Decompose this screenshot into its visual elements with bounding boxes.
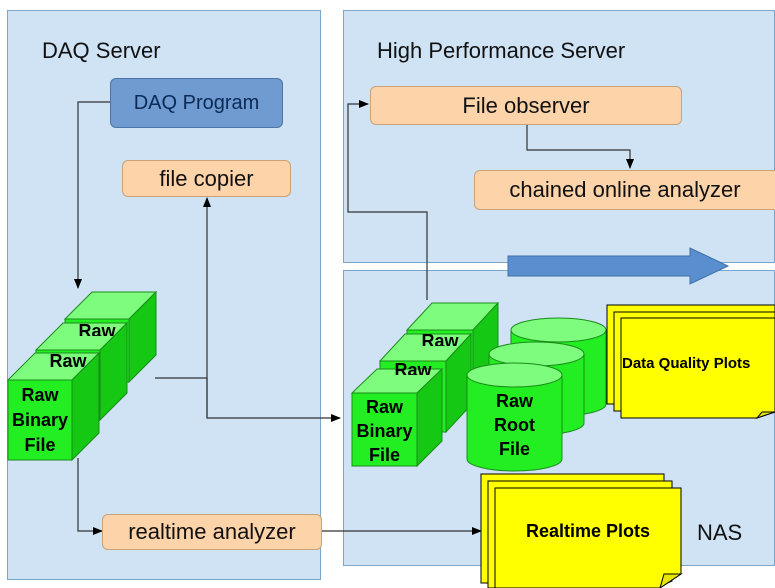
root-file-line-1: Raw [495, 391, 533, 411]
nas-cube-front-line-3: File [368, 445, 400, 465]
connector-daq-to-files [74, 101, 110, 289]
nas-cube-front-line-1: Raw [365, 397, 403, 417]
daq-cube-middle-label: Raw [49, 351, 87, 371]
daq-program-box: DAQ Program [110, 78, 283, 128]
data-quality-plots-stack [606, 304, 775, 420]
connector-copier-to-nas [155, 377, 341, 422]
daq-cube-front-line-3: File [24, 435, 56, 455]
nas-label: NAS [697, 520, 743, 545]
nas-cube-front-line-2: Binary [356, 421, 413, 441]
daq-cube-front-line-1: Raw [21, 385, 59, 405]
daq-cube-front [6, 351, 101, 462]
connector-observer-to-chain [526, 125, 634, 169]
transfer-arrow [507, 247, 730, 285]
daq-server-title: DAQ Server [42, 38, 161, 63]
root-cylinder-front [466, 362, 563, 472]
connector-nas-to-observer [347, 100, 428, 300]
nas-cube-back-label: Raw [421, 332, 459, 346]
data-quality-plots-label: Data Quality Plots [622, 356, 751, 372]
daq-cube-back-label: Raw [78, 322, 116, 336]
hps-title: High Performance Server [377, 38, 626, 63]
root-file-line-2: Root [494, 415, 535, 435]
realtime-plots-label: Realtime Plots [525, 521, 651, 541]
nas-cube-middle-label: Raw [394, 361, 432, 375]
nas-cube-front [350, 367, 444, 468]
realtime-plots-stack [480, 473, 683, 588]
hps-panel [343, 10, 775, 263]
realtime-analyzer-box: realtime analyzer [102, 514, 322, 550]
file-observer-box: File observer [370, 86, 682, 125]
daq-cube-front-line-2: Binary [11, 410, 69, 430]
file-copier-box: file copier [122, 160, 291, 197]
connector-files-to-realtime [77, 458, 103, 535]
chained-analyzer-box: chained online analyzer [474, 170, 775, 210]
root-file-line-3: File [498, 439, 530, 459]
